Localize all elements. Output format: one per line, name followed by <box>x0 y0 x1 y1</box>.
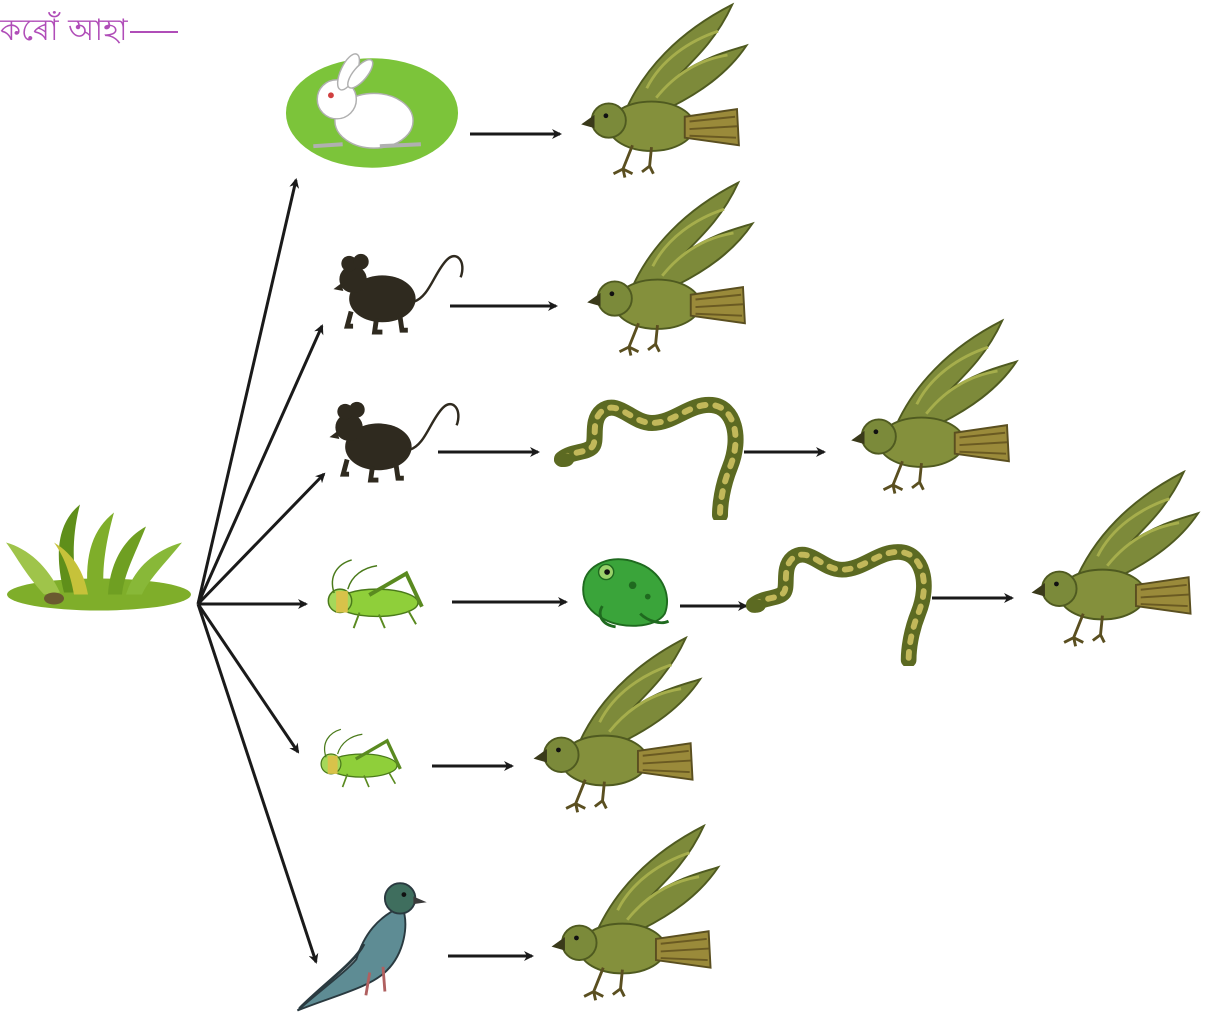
frog-icon <box>583 559 668 627</box>
rat-icon <box>330 402 459 480</box>
rat-icon <box>334 254 463 332</box>
eagle-icon <box>587 183 752 356</box>
grasshopper-icon <box>328 560 422 628</box>
eagle-icon <box>851 321 1016 494</box>
food-chain-1 <box>286 5 747 178</box>
food-chain-4 <box>328 472 1198 660</box>
food-chain-5 <box>321 638 700 812</box>
grasshopper-icon <box>321 729 400 787</box>
eagle-icon <box>552 826 719 1000</box>
food-chain-3 <box>330 321 1017 515</box>
snake-icon <box>746 552 924 660</box>
grass-icon <box>6 505 191 611</box>
arrow-grass-to-grasshopper-2 <box>198 604 298 752</box>
pigeon-icon <box>298 883 427 1010</box>
rabbit-icon <box>286 51 458 168</box>
arrow-grass-to-rat-1 <box>198 326 322 604</box>
arrow-grass-to-rat-2 <box>198 474 324 604</box>
arrow-grass-to-pigeon <box>198 604 316 962</box>
snake-icon <box>554 405 736 515</box>
food-chain-2 <box>334 183 753 356</box>
eagle-icon <box>534 638 701 812</box>
food-chain-6 <box>298 826 719 1011</box>
arrow-grass-to-rabbit <box>198 180 296 604</box>
eagle-icon <box>581 5 746 178</box>
fan-arrows <box>198 180 324 962</box>
eagle-icon <box>1032 472 1199 646</box>
